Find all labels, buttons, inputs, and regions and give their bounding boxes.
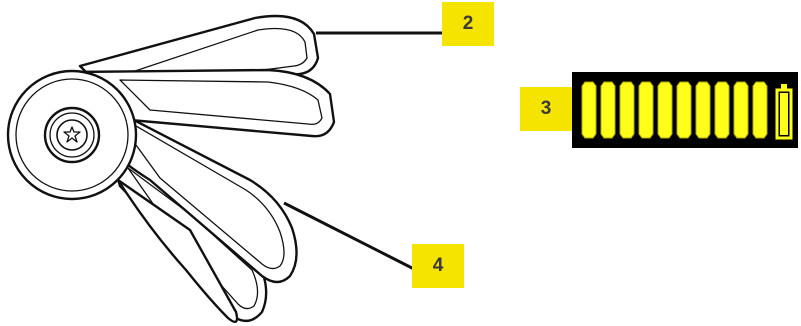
lower-arm-inner	[127, 167, 259, 310]
second-arm-inner	[119, 79, 323, 126]
callout-2: 2	[442, 2, 494, 46]
battery-display	[572, 72, 798, 148]
main-arm-inner	[111, 111, 285, 270]
battery-segment	[733, 81, 749, 139]
callout-4: 4	[412, 244, 464, 288]
pivot-hub-mid-ring	[49, 112, 95, 158]
leader-line-4	[283, 201, 415, 271]
battery-segment	[657, 81, 673, 139]
top-arm-inner	[119, 27, 308, 87]
left-arm	[116, 178, 239, 324]
battery-segment	[619, 81, 635, 139]
pivot-bolt	[56, 119, 88, 151]
torx-icon	[63, 126, 81, 143]
pivot-hub-ring	[15, 78, 129, 192]
battery-segment	[581, 81, 597, 139]
battery-full-icon	[775, 84, 793, 140]
battery-segment	[600, 81, 616, 139]
callout-3: 3	[520, 87, 572, 131]
second-arm	[68, 68, 336, 138]
battery-segment	[695, 81, 711, 139]
battery-segment	[752, 81, 768, 139]
battery-segment	[638, 81, 654, 139]
battery-segments	[581, 81, 768, 139]
battery-segment	[714, 81, 730, 139]
battery-segment	[676, 81, 692, 139]
